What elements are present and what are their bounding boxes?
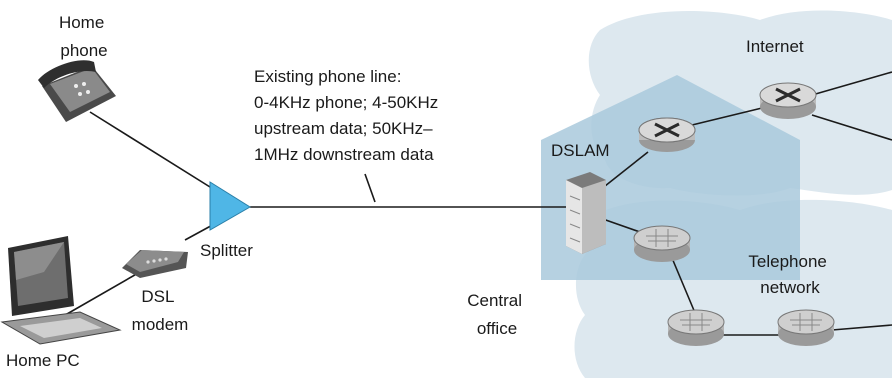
central-office-label: Central office [467,291,527,338]
internet-label: Internet [746,37,804,56]
telephone-switch-icon [667,309,725,346]
telephone-switch-icon [777,309,835,346]
dslam-to-internet-router [599,151,649,191]
internet-router-to-edge-b [811,114,892,141]
internet-router-to-edge-a [811,71,892,96]
home-phone-label: Home phone [59,13,109,60]
router-x-icon [638,117,696,152]
telephone-switch-to-edge [831,324,892,331]
dslam-to-telephone-switch [599,217,641,233]
links [59,71,892,336]
home-pc-label: Home PC [6,351,80,370]
desktop-computer-icon [0,236,122,345]
splitter-triangle-icon [209,181,251,231]
splitter-label: Splitter [200,241,253,260]
splitter-to-home-phone [89,111,219,193]
dsl-modem-label: DSL modem [132,287,189,334]
internet-router-to-router [691,107,763,126]
phone-line-label: Existing phone line: 0-4KHz phone; 4-50K… [254,67,443,164]
modem-icon [122,250,188,278]
router-x-icon [759,82,817,119]
modem-to-pc [59,271,141,319]
telephone-switch-icon [633,225,691,262]
dslam-label: DSLAM [551,141,610,160]
telephone-icon [38,60,116,122]
telephone-network-label: Telephone network [748,252,831,297]
label-leader [364,173,376,203]
dslam-rack-icon [566,172,606,254]
